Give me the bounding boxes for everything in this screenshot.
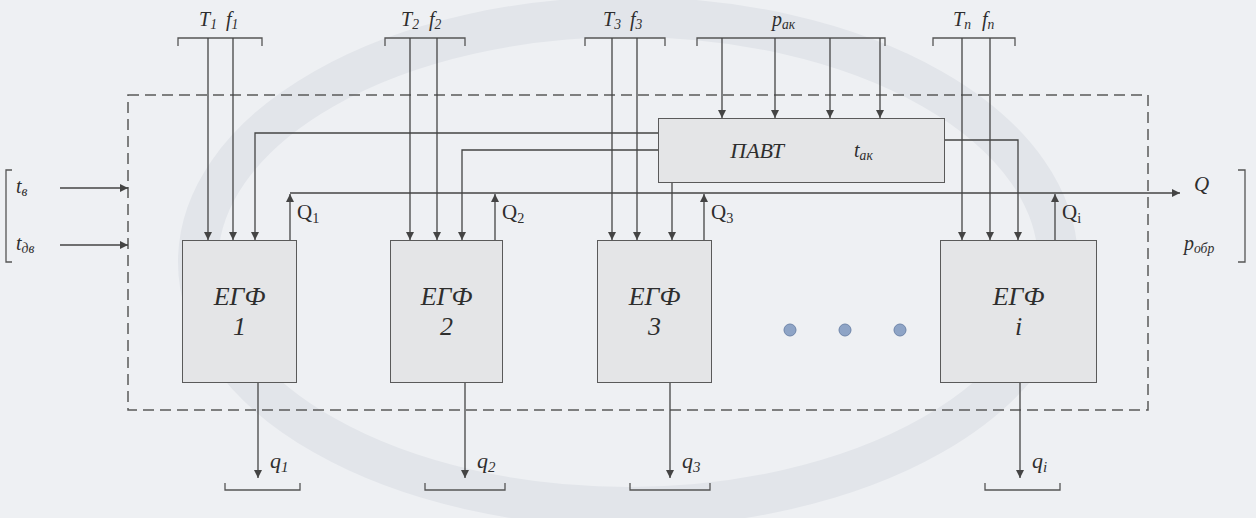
symbol-letter: f: [429, 8, 435, 30]
symbol-index: i: [1077, 210, 1081, 226]
signal-label: q1: [270, 448, 288, 473]
symbol-letter: T: [603, 8, 614, 30]
signal-label: f3: [630, 8, 642, 31]
symbol-index: 3: [726, 210, 733, 226]
signal-label: Q3: [711, 200, 733, 224]
connector: [671, 183, 672, 240]
signal-label: q2: [477, 448, 495, 473]
symbol-index: 3: [636, 17, 643, 32]
symbol-letter: Q: [502, 200, 517, 224]
symbol-letter: Q: [1062, 200, 1077, 224]
unit-box: ЕГФ 3: [597, 240, 712, 383]
signal-label: pобр: [1184, 232, 1214, 255]
box-label: ПАВТ: [730, 138, 784, 163]
input-brackets: [6, 38, 1245, 490]
box-label: ЕГФ 2: [421, 282, 473, 342]
box-label: ЕГФ 3: [629, 282, 681, 342]
symbol-index: n: [964, 17, 971, 32]
signal-label: T2: [401, 8, 419, 31]
symbol-letter: T: [199, 8, 210, 30]
unit-box: ЕГФ i: [940, 240, 1097, 383]
symbol-letter: f: [982, 8, 988, 30]
symbol-index: в: [22, 184, 28, 199]
symbol-index: ак: [860, 148, 873, 163]
connector: [945, 140, 1018, 240]
box-label: tак: [854, 139, 873, 162]
system-boundary: [128, 95, 1148, 410]
box-label: ЕГФ i: [993, 282, 1045, 342]
signal-label: qi: [1032, 448, 1047, 473]
box-label: ЕГФ 1: [214, 282, 266, 342]
symbol-letter: q: [682, 448, 693, 473]
symbol-letter: f: [630, 8, 636, 30]
symbol-letter: Q: [297, 200, 312, 224]
symbol-index: 1: [281, 459, 288, 475]
symbol-letter: T: [401, 8, 412, 30]
signal-label: f1: [226, 8, 238, 31]
symbol-index: i: [1043, 459, 1047, 475]
symbol-index: ак: [782, 17, 795, 32]
watermark-emblem: [198, 17, 1058, 507]
symbol-index: дв: [22, 241, 35, 256]
signal-label: Qi: [1062, 200, 1081, 224]
symbol-letter: p: [772, 8, 782, 30]
symbol-index: обр: [1194, 241, 1214, 256]
symbol-index: 1: [312, 210, 319, 226]
symbol-letter: p: [1184, 232, 1194, 254]
unit-box: ЕГФ 1: [182, 240, 297, 383]
connector: [462, 150, 658, 240]
signal-label: Q2: [502, 200, 524, 224]
symbol-index: n: [988, 17, 995, 32]
signal-label: q3: [682, 448, 700, 473]
signal-label: T1: [199, 8, 217, 31]
symbol-letter: q: [270, 448, 281, 473]
signal-label: f2: [429, 8, 441, 31]
symbol-letter: Q: [711, 200, 726, 224]
unit-box: ЕГФ 2: [390, 240, 503, 383]
symbol-index: 2: [517, 210, 524, 226]
signal-label: tв: [16, 175, 27, 198]
signal-label: pак: [772, 8, 795, 31]
signal-label: T3: [603, 8, 621, 31]
signal-label: Tn: [953, 8, 971, 31]
symbol-index: 3: [693, 459, 700, 475]
symbol-index: 1: [210, 17, 217, 32]
symbol-letter: T: [953, 8, 964, 30]
connector: [255, 133, 658, 240]
controller-box: ПАВТ tак: [658, 118, 945, 183]
continuation-dots: [784, 324, 906, 336]
symbol-index: 2: [435, 17, 442, 32]
signal-arrows: [60, 38, 1180, 478]
signal-label: Q: [1194, 172, 1209, 196]
symbol-index: 2: [488, 459, 495, 475]
symbol-index: 2: [412, 17, 419, 32]
signal-label: Q1: [297, 200, 319, 224]
symbol-index: 3: [614, 17, 621, 32]
symbol-letter: t: [16, 175, 22, 197]
symbol-letter: f: [226, 8, 232, 30]
symbol-letter: q: [1032, 448, 1043, 473]
symbol-index: 1: [232, 17, 239, 32]
symbol-letter: t: [854, 139, 860, 161]
symbol-letter: q: [477, 448, 488, 473]
symbol-letter: t: [16, 232, 22, 254]
signal-label: tдв: [16, 232, 34, 255]
signal-label: fn: [982, 8, 994, 31]
